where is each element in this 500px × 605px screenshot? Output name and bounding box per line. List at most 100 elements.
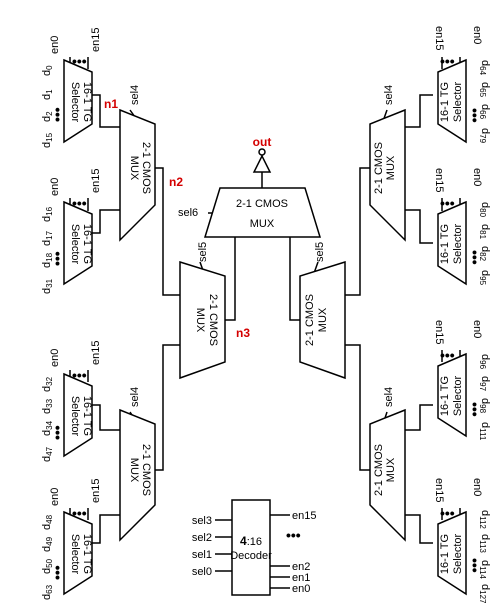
svg-text:2-1 CMOS: 2-1 CMOS — [373, 142, 385, 194]
svg-text:en0: en0 — [471, 478, 483, 496]
svg-text:2-1 CMOS: 2-1 CMOS — [373, 444, 385, 496]
svg-text:•••: ••• — [467, 250, 483, 265]
svg-text:•••: ••• — [440, 347, 455, 363]
decoder-input: sel1 — [192, 549, 212, 561]
decoder-input: sel3 — [192, 515, 212, 527]
svg-text:d66: d66 — [478, 104, 491, 120]
svg-text:MUX: MUX — [194, 308, 206, 333]
svg-text:16-1 TG: 16-1 TG — [81, 82, 93, 122]
mux-final-select-label: sel6 — [178, 207, 198, 219]
decoder-ratio-bold: 4 — [240, 534, 247, 548]
svg-text:d82: d82 — [478, 246, 491, 262]
decoder-input: sel0 — [192, 566, 212, 578]
svg-text:d65: d65 — [478, 82, 491, 98]
svg-text:•••: ••• — [467, 558, 483, 573]
svg-text:Selector: Selector — [69, 534, 81, 575]
svg-text:en15: en15 — [90, 169, 102, 193]
selector-name: Selector — [69, 82, 81, 123]
svg-text:•••: ••• — [49, 425, 65, 440]
selector-3: 16-1 TG Selector en0 en15 ••• d48 d49 d5… — [41, 479, 102, 600]
input-d-label: d — [41, 94, 53, 100]
decoder-output: en0 — [292, 583, 310, 595]
svg-text:d31: d31 — [41, 278, 54, 294]
decoder-output: en1 — [292, 572, 310, 584]
svg-text:d17: d17 — [41, 230, 54, 246]
svg-text:en15: en15 — [90, 341, 102, 365]
svg-text:d50: d50 — [41, 558, 54, 574]
svg-text:d49: d49 — [41, 536, 54, 552]
input-d-label: d — [41, 70, 53, 76]
svg-text:MUX: MUX — [250, 218, 275, 230]
selector-6: 16-1 TG Selector en0 en15 ••• d96 d97 d9… — [433, 320, 491, 441]
svg-text:Selector: Selector — [452, 533, 464, 574]
selector-4: 16-1 TG Selector en0 en15 ••• d64 d65 d6… — [433, 26, 491, 144]
svg-text:d80: d80 — [478, 202, 491, 218]
svg-text:Selector: Selector — [69, 82, 81, 123]
svg-text:d96: d96 — [478, 354, 491, 370]
mux-final: 2-1 CMOS MUX sel6 — [178, 187, 322, 238]
svg-text:en0: en0 — [471, 168, 483, 186]
svg-text:2-1 CMOS: 2-1 CMOS — [236, 198, 288, 210]
svg-text:d63: d63 — [41, 584, 54, 600]
svg-text:16-1 TG: 16-1 TG — [81, 396, 93, 436]
svg-text:16-1 TG: 16-1 TG — [439, 82, 451, 122]
svg-text:16-1 TG: 16-1 TG — [439, 534, 451, 574]
svg-text:d112: d112 — [478, 510, 491, 529]
svg-text:Selector: Selector — [452, 223, 464, 264]
selector-1: 16-1 TG Selector en0 en15 ••• d16 d17 d1… — [41, 169, 102, 294]
svg-text:2-1 CMOS: 2-1 CMOS — [140, 444, 152, 496]
svg-text:sel4: sel4 — [129, 85, 141, 105]
node-label-n1: n1 — [104, 97, 118, 111]
decoder-4-16: 4:16 Decoder sel3 sel2 sel1 sel0 en15 ••… — [192, 499, 316, 596]
svg-text:•••: ••• — [440, 53, 455, 69]
output-inverter: out — [253, 135, 271, 173]
svg-text:sel4: sel4 — [383, 387, 395, 407]
svg-text:•••: ••• — [72, 367, 87, 383]
selector-5: 16-1 TG Selector en0 en15 ••• d80 d81 d8… — [433, 168, 491, 286]
svg-text:d16: d16 — [41, 206, 54, 222]
svg-text:•••: ••• — [49, 565, 65, 580]
mux-l1-bottom-right: 2-1 CMOS MUX sel4 — [369, 387, 406, 542]
svg-text:d111: d111 — [478, 422, 491, 441]
mux-l1-top-right: 2-1 CMOS MUX sel4 — [369, 85, 406, 242]
svg-text:•••: ••• — [49, 251, 65, 266]
svg-text:en0: en0 — [49, 178, 61, 196]
svg-text:en15: en15 — [90, 479, 102, 503]
mux-l2-right: 2-1 CMOS MUX sel5 — [299, 242, 346, 380]
selector-7: 16-1 TG Selector en0 en15 ••• d112 d113 … — [433, 478, 491, 604]
selector-0: 16-1 TG Selector en0 en15 ••• d0 d1 d2 d… — [41, 28, 102, 148]
svg-text:d33: d33 — [41, 398, 54, 414]
enable-last-label: en15 — [90, 28, 102, 52]
input-d-label: d — [41, 142, 53, 148]
ellipsis-dots: ••• — [72, 53, 87, 69]
mux-l1-top-left: 2-1 CMOS MUX sel4 — [119, 85, 156, 242]
selector-2: 16-1 TG Selector en0 en15 ••• d32 d33 d3… — [41, 341, 102, 462]
svg-text:Selector: Selector — [452, 81, 464, 122]
svg-text:•••: ••• — [467, 402, 483, 417]
mux-l1-bottom-left: 2-1 CMOS MUX sel4 — [119, 387, 156, 542]
decoder-input: sel2 — [192, 532, 212, 544]
decoder-ratio: :16 — [247, 536, 262, 548]
svg-text:d15: d15 — [41, 132, 54, 148]
svg-text:d64: d64 — [478, 60, 491, 76]
svg-text:en15: en15 — [433, 320, 445, 344]
svg-text:d95: d95 — [478, 270, 491, 286]
svg-text:Selector: Selector — [452, 375, 464, 416]
enable-first-label: en0 — [49, 36, 61, 54]
svg-text:sel5: sel5 — [197, 242, 209, 262]
svg-text:Selector: Selector — [69, 224, 81, 265]
svg-text:d34: d34 — [41, 420, 54, 436]
svg-text:en0: en0 — [49, 488, 61, 506]
svg-text:MUX: MUX — [385, 155, 397, 180]
svg-text:•••: ••• — [440, 195, 455, 211]
svg-text:d97: d97 — [478, 376, 491, 392]
svg-text:en15: en15 — [433, 478, 445, 502]
ellipsis-dots: ••• — [49, 107, 65, 122]
svg-text:sel4: sel4 — [383, 85, 395, 105]
svg-text:MUX: MUX — [317, 307, 329, 332]
node-label-n3: n3 — [236, 326, 250, 340]
svg-text:•••: ••• — [440, 505, 455, 521]
svg-text:d18: d18 — [41, 252, 54, 268]
svg-text:MUX: MUX — [128, 458, 140, 483]
svg-text:MUX: MUX — [128, 156, 140, 181]
